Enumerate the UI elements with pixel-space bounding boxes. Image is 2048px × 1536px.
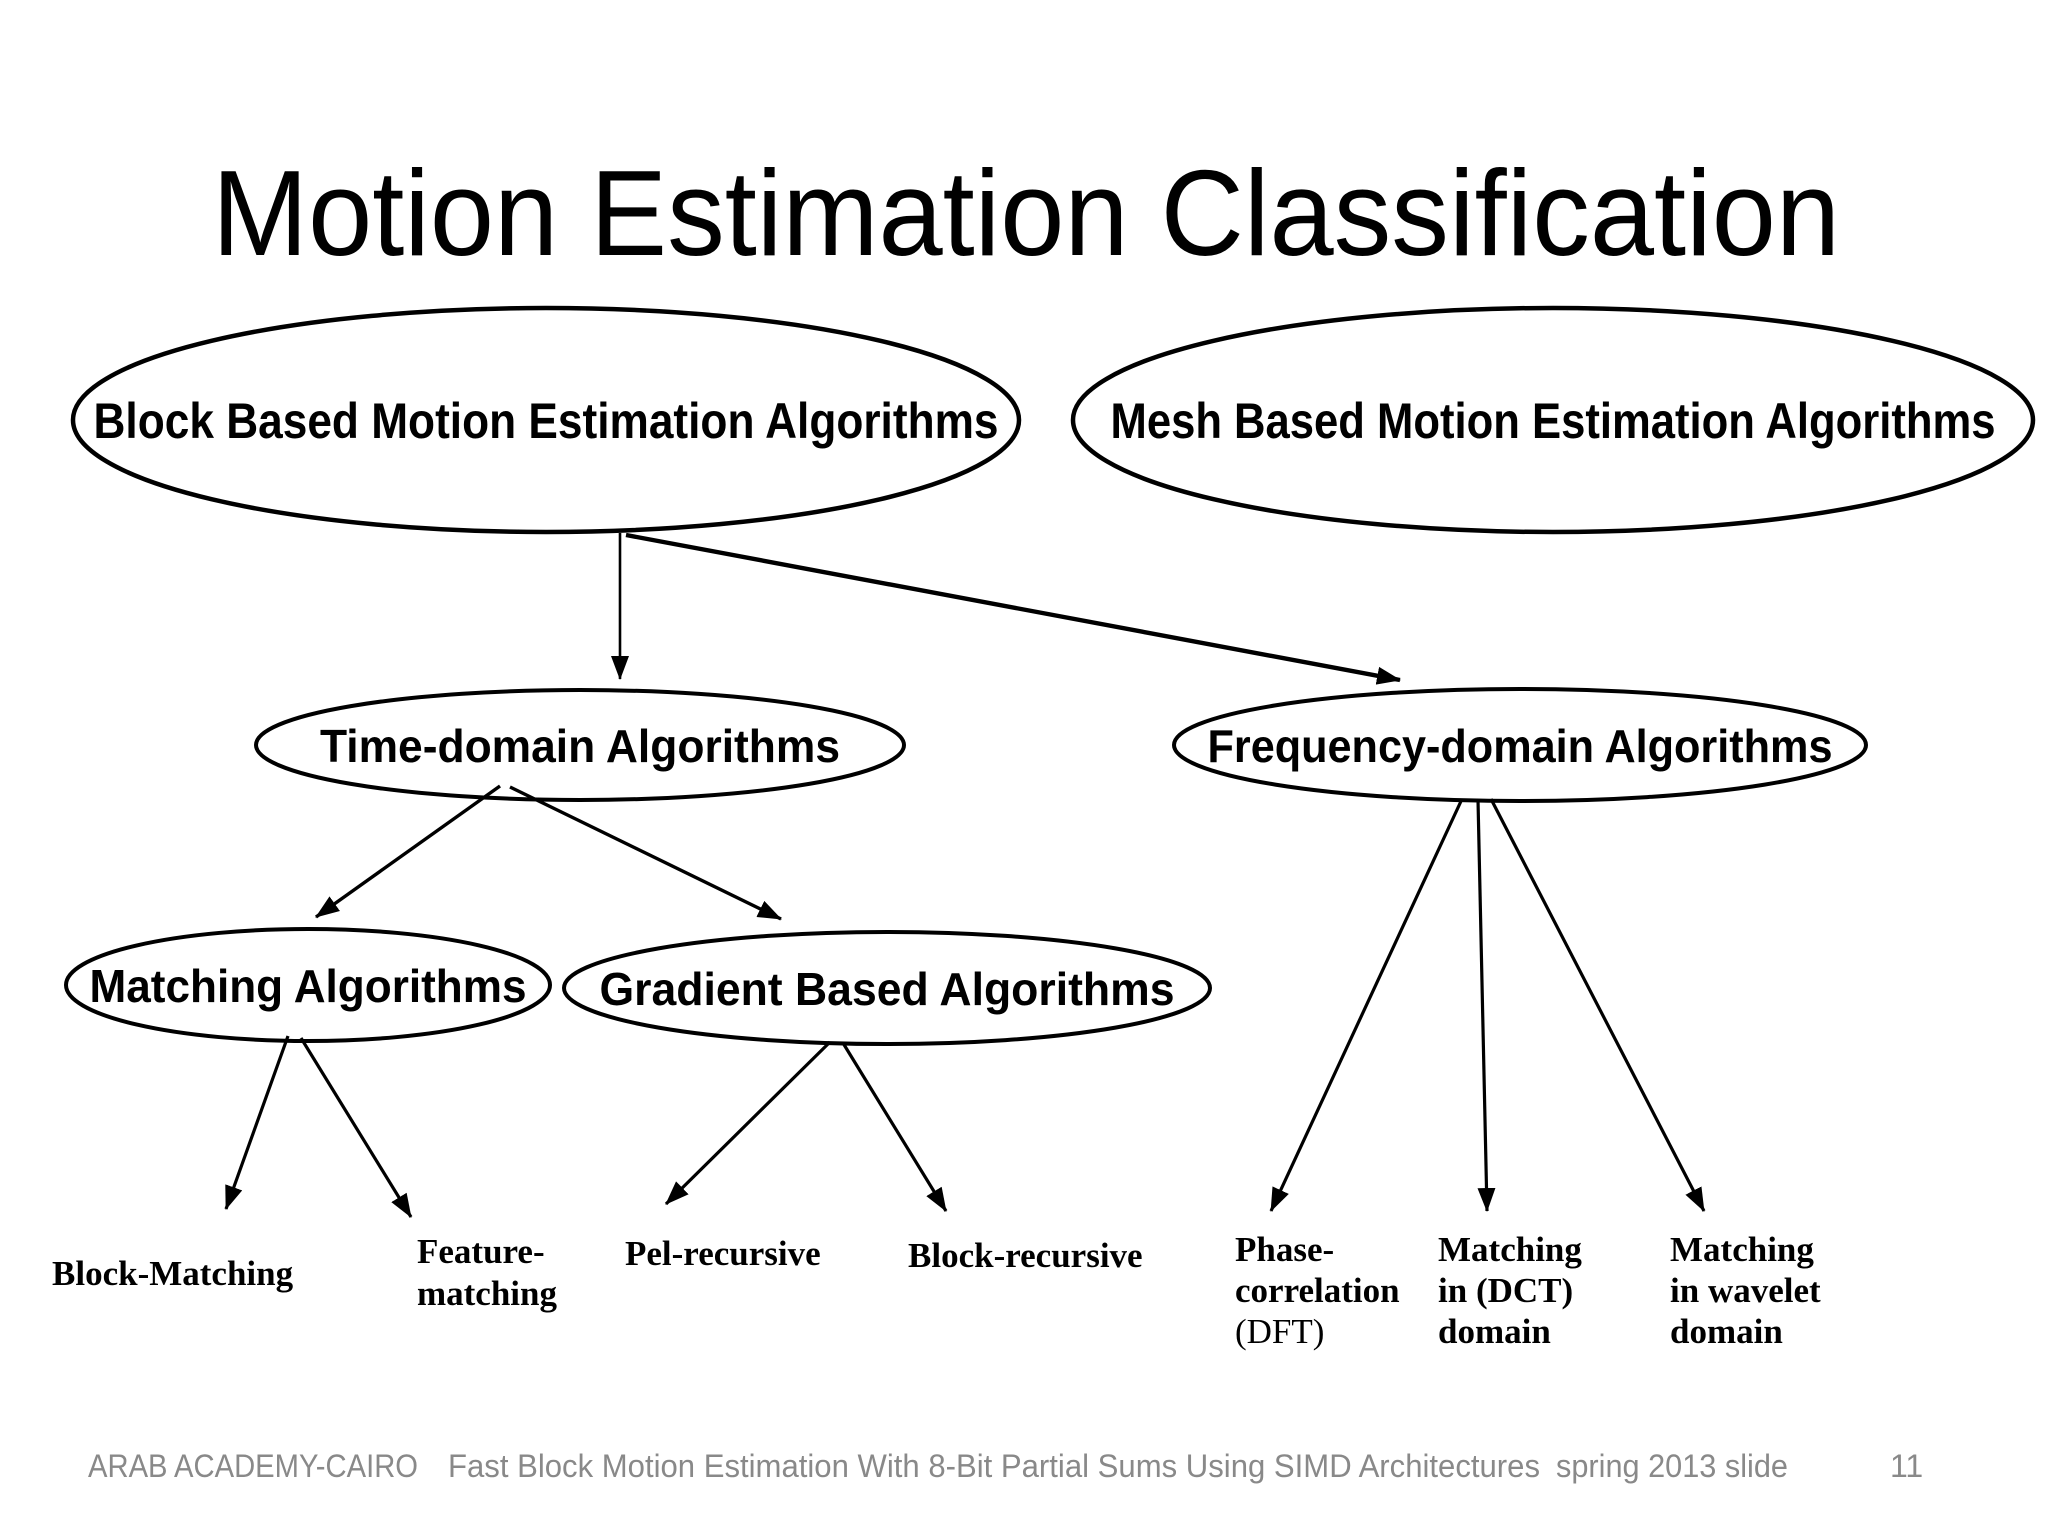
leaf-label-feature-matching-line2: matching [417,1274,558,1313]
footer-slide-number: 11 [1890,1448,1923,1484]
node-label-time-domain: Time-domain Algorithms [320,720,840,772]
node-ellipse-frequency-domain [1172,687,1868,803]
node-time-domain: Time-domain Algorithms [254,688,906,802]
connector-matching-to-block-matching [224,1035,290,1210]
slide-title: Motion Estimation Classification [212,145,1840,281]
node-block-based: Block Based Motion Estimation Algorithms [70,305,1022,535]
leaf-label-matching-wavelet-line1: Matching [1670,1230,1814,1269]
node-matching-algorithms: Matching Algorithms [64,927,552,1043]
footer-presentation-title: Fast Block Motion Estimation With 8-Bit … [448,1448,1540,1484]
node-ellipse-mesh-based [1070,305,2036,535]
connector-gradient-to-block-recursive [841,1042,948,1212]
node-frequency-domain: Frequency-domain Algorithms [1172,687,1868,803]
connector-time-to-matching [315,784,501,919]
node-ellipse-block-based [70,305,1022,535]
node-ellipse-time-domain [254,688,906,802]
connector-matching-to-feature-matching [299,1037,413,1218]
leaf-label-matching-dct-line2: in (DCT) [1438,1271,1573,1310]
node-gradient-based: Gradient Based Algorithms [562,930,1212,1046]
leaf-label-feature-matching-line1: Feature- [417,1232,545,1271]
footer-term-label: spring 2013 slide [1556,1448,1788,1484]
node-label-block-based: Block Based Motion Estimation Algorithms [94,393,999,449]
connector-frequency-to-matching-wavelet [1489,798,1706,1212]
leaf-label-phase-correlation-line3: (DFT) [1235,1312,1324,1351]
node-ellipse-gradient-based [562,930,1212,1046]
node-label-mesh-based: Mesh Based Motion Estimation Algorithms [1111,393,1996,449]
connector-frequency-to-matching-dct [1476,799,1496,1212]
slide-footer: ARAB ACADEMY-CAIRO Fast Block Motion Est… [88,1448,1923,1484]
node-mesh-based: Mesh Based Motion Estimation Algorithms [1070,305,2036,535]
leaf-label-pel-recursive: Pel-recursive [625,1234,821,1273]
leaf-label-block-recursive: Block-recursive [908,1236,1143,1275]
node-label-matching-algorithms: Matching Algorithms [90,960,527,1012]
connector-frequency-to-phase-correlation [1269,798,1464,1212]
leaf-label-matching-wavelet-line2: in wavelet [1670,1271,1821,1310]
footer-organization: ARAB ACADEMY-CAIRO [88,1448,418,1484]
leaf-label-matching-wavelet: Matching in wavelet domain [1670,1230,1821,1351]
leaf-label-matching-dct-line3: domain [1438,1312,1551,1351]
node-ellipse-matching-algorithms [64,927,552,1043]
connector-block-to-frequency [625,532,1401,685]
leaf-label-feature-matching: Feature- matching [417,1232,558,1313]
connector-gradient-to-pel-recursive [664,1040,832,1206]
leaf-label-phase-correlation-line2: correlation [1235,1271,1400,1310]
leaf-label-block-matching: Block-Matching [52,1254,294,1293]
leaf-label-matching-dct-line1: Matching [1438,1230,1582,1269]
node-label-gradient-based: Gradient Based Algorithms [600,963,1175,1015]
leaf-label-phase-correlation-line1: Phase- [1235,1230,1334,1269]
connector-time-to-gradient [509,785,782,921]
leaf-label-matching-wavelet-line3: domain [1670,1312,1783,1351]
leaf-label-matching-dct: Matching in (DCT) domain [1438,1230,1582,1351]
leaf-label-phase-correlation: Phase- correlation (DFT) [1235,1230,1400,1351]
node-label-frequency-domain: Frequency-domain Algorithms [1208,720,1833,772]
